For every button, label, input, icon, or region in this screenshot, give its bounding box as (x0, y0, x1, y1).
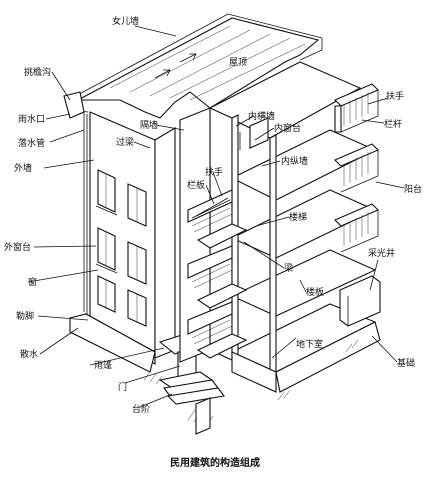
label-roof: 屋顶 (229, 57, 247, 68)
apron (69, 313, 156, 373)
label-staircase: 楼梯 (289, 211, 307, 223)
label-rain-outlet: 雨水口 (18, 113, 45, 125)
label-inner-cross-wall: 内横墙 (248, 110, 275, 122)
label-parapet: 女儿墙 (112, 15, 139, 27)
label-basement: 地下室 (296, 338, 323, 350)
label-lintel: 过梁 (116, 136, 134, 148)
basement (231, 351, 277, 393)
roof-surface-lines (109, 25, 306, 101)
label-steps: 台阶 (132, 403, 150, 415)
label-partition: 隔墙 (140, 119, 158, 131)
steps (158, 371, 225, 405)
label-stair-railing: 栏板 (187, 179, 205, 191)
label-beam: 梁 (284, 262, 293, 274)
label-apron: 散水 (20, 348, 38, 360)
label-light-well: 采光井 (368, 247, 395, 259)
floor-slabs (208, 61, 377, 373)
label-eaves-gutter: 挑檐沟 (24, 66, 51, 78)
label-canopy: 雨篷 (94, 359, 112, 371)
label-handrail-top: 扶手 (386, 90, 404, 102)
label-foundation: 基础 (397, 357, 415, 369)
label-plinth: 勒脚 (16, 310, 34, 322)
roof-slab (77, 17, 320, 119)
labels: 女儿墙 屋顶 挑檐沟 雨水口 落水管 过梁 隔墙 内横墙 内窗台 扶手 栏杆 外… (4, 15, 422, 415)
label-balcony: 阳台 (404, 183, 422, 195)
balconies (334, 83, 379, 253)
label-inner-window-sill: 内窗台 (274, 122, 301, 134)
label-exterior-wall: 外墙 (14, 162, 32, 174)
exterior-windows (95, 169, 147, 327)
label-floor-slab: 楼板 (306, 286, 324, 298)
staircase (187, 189, 248, 359)
label-window: 窗 (28, 276, 37, 288)
building-drawing (63, 13, 381, 435)
leader-lines (27, 25, 405, 408)
label-outer-window-sill: 外窗台 (4, 241, 31, 253)
foundation (275, 321, 381, 393)
label-door: 门 (118, 381, 127, 393)
figure-caption: 民用建筑的构造组成 (170, 456, 260, 469)
label-inner-longitudinal-wall: 内纵墙 (281, 155, 308, 167)
label-railing: 栏杆 (384, 118, 402, 130)
label-downpipe: 落水管 (18, 137, 45, 149)
label-stair-handrail: 扶手 (205, 166, 223, 178)
